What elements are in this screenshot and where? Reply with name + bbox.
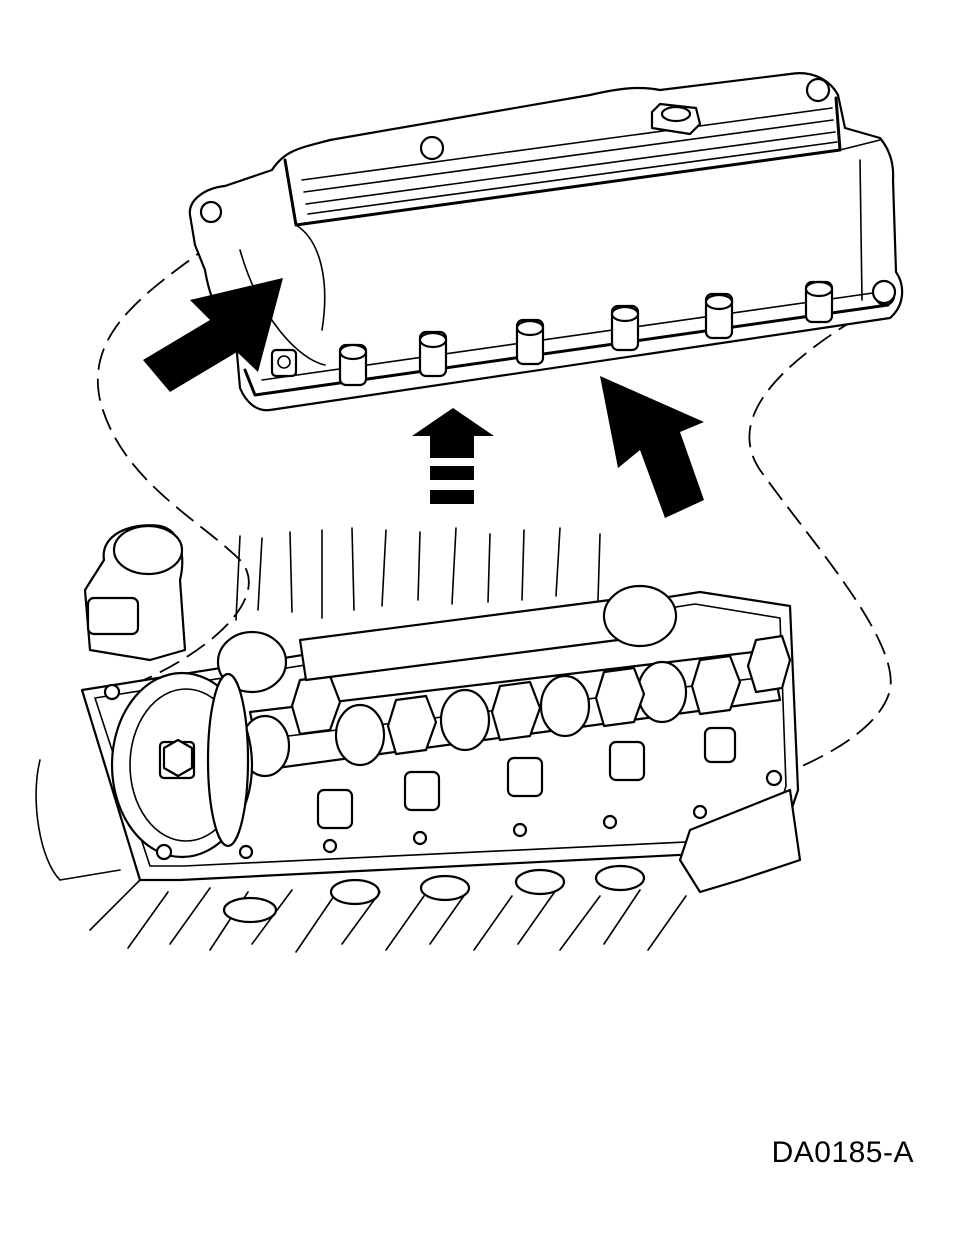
cover-bolts [270, 279, 897, 387]
camshaft-sprocket [110, 671, 254, 859]
bolt [418, 330, 448, 378]
bolt [610, 304, 640, 352]
bearing-caps [290, 634, 792, 756]
valve-springs [316, 726, 737, 830]
removal-arrow-center [412, 408, 494, 504]
dashed-alignment-line-left [97, 241, 250, 691]
bolt [270, 348, 298, 378]
bolt [515, 318, 545, 366]
bolt [871, 279, 897, 305]
removal-arrow-right [600, 376, 704, 518]
bolt [804, 280, 834, 324]
dashed-alignment-line-right [748, 301, 892, 777]
removal-arrow-left [143, 278, 283, 392]
bolt [704, 292, 734, 340]
cylinder-head-assembly [35, 524, 802, 953]
figure-id-label: DA0185-A [771, 1136, 914, 1169]
bolt [338, 343, 368, 387]
